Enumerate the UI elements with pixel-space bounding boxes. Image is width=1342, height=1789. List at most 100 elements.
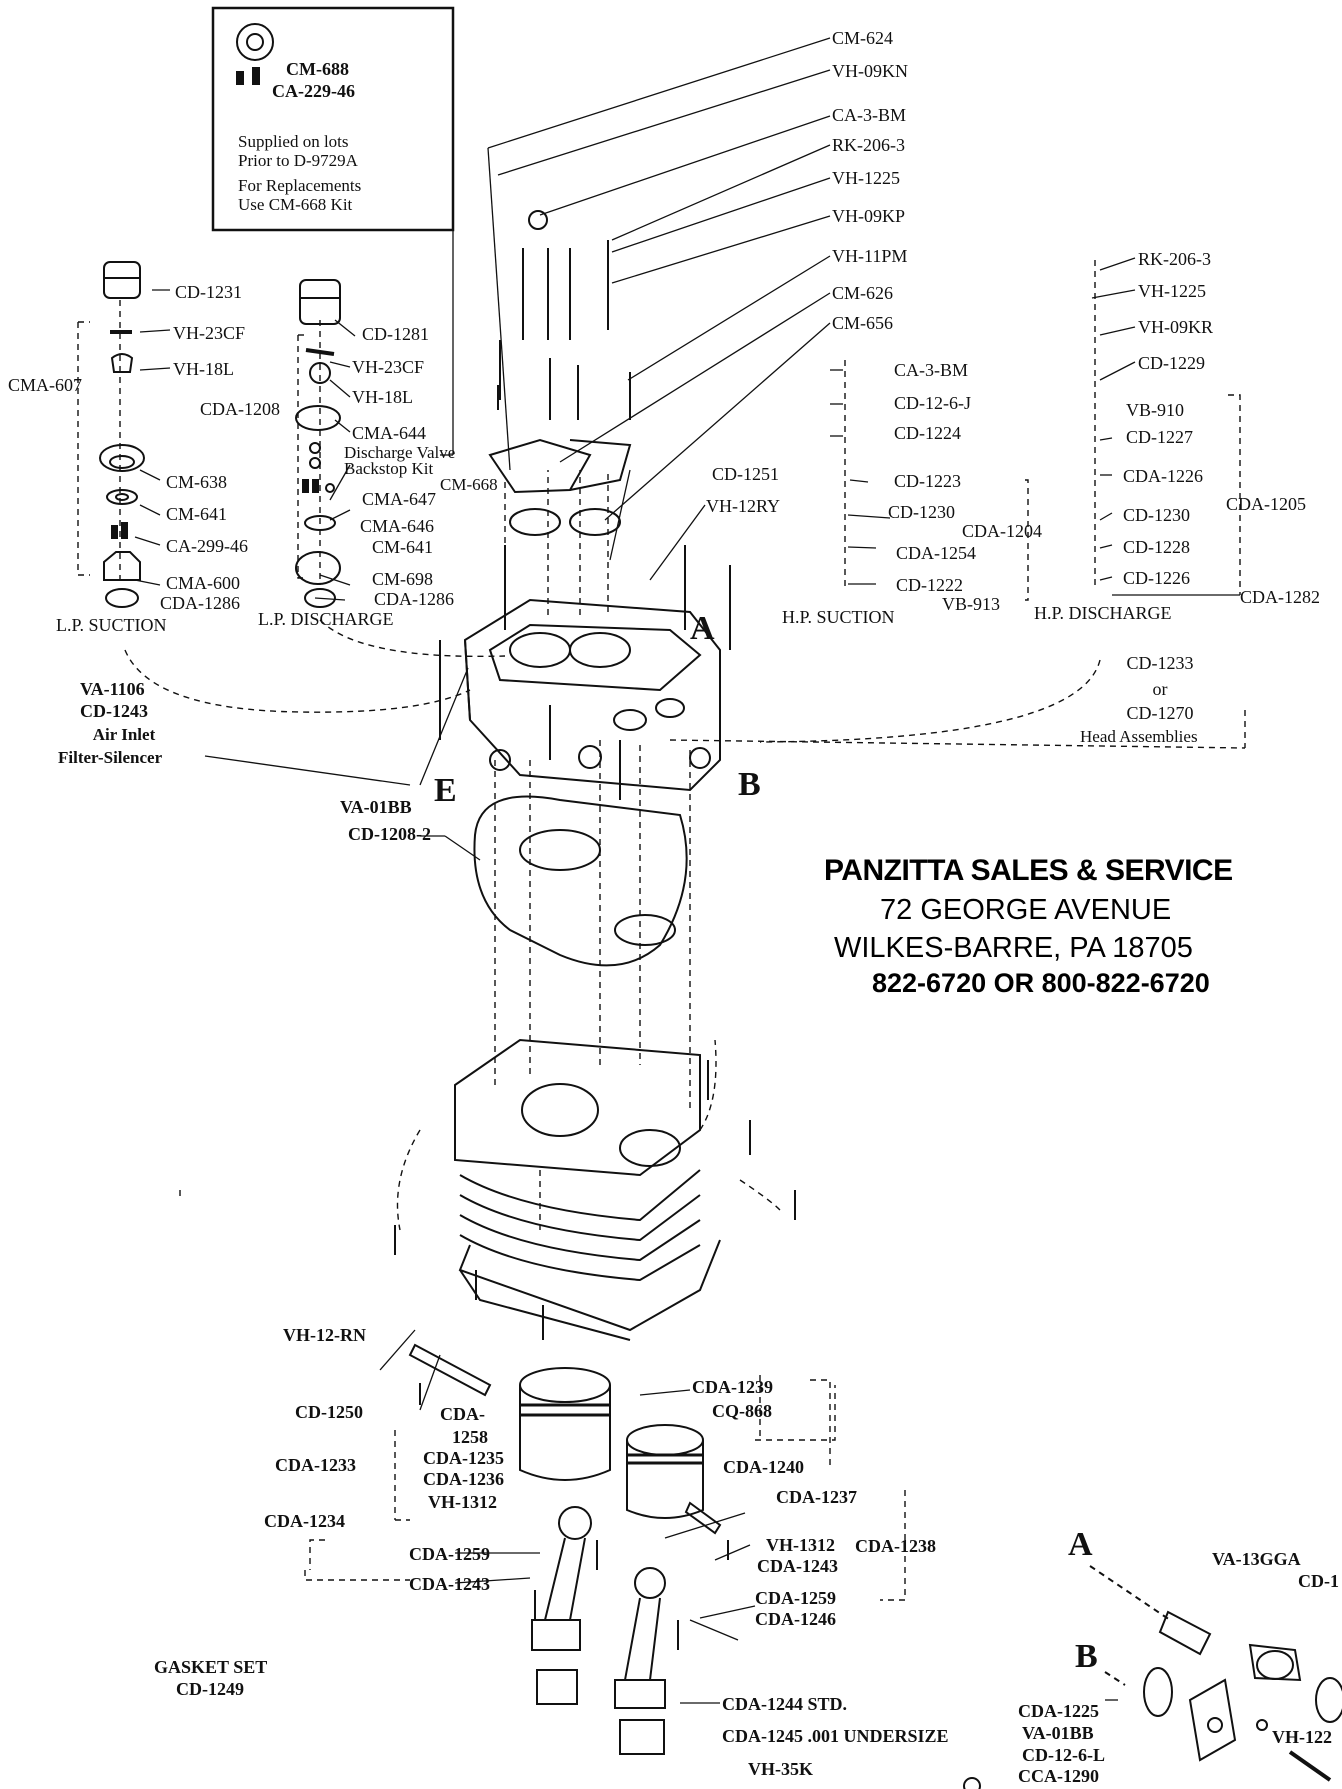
hp-discharge-part-7: CDA-1226 (1123, 466, 1203, 486)
inset-note-2: For Replacements Use CM-668 Kit (238, 176, 361, 214)
valve-pins (488, 210, 632, 536)
letter-e: E (434, 772, 457, 809)
lp-discharge-part-6: CMA-646 (360, 516, 435, 536)
label-rk-206-3-top: RK-206-3 (832, 135, 905, 155)
detail-parts (963, 1565, 1342, 1789)
label-cd-1-cut: CD-1 (1298, 1571, 1339, 1591)
label-vh-1225-top: VH-1225 (832, 168, 900, 188)
detail-letter-a: A (1068, 1526, 1093, 1563)
hp-discharge-group: CDA-1205 (1226, 494, 1306, 514)
label-va-01bb-detail: VA-01BB (1022, 1723, 1094, 1743)
connecting-rods (531, 1506, 679, 1755)
hp-suction-group: CDA-1204 (962, 521, 1042, 541)
inset-note-1-line-2: Prior to D-9729A (238, 151, 358, 170)
label-cda-1244: CDA-1244 STD. (722, 1694, 848, 1714)
label-cda-1246: CDA-1246 (755, 1609, 836, 1629)
lp-discharge-group: CDA-1208 (200, 399, 280, 419)
head-assy-line-4: Head Assemblies (1080, 727, 1198, 746)
gasket-set-line-2: CD-1249 (176, 1679, 244, 1699)
label-cd-1243: CD-1243 (80, 701, 148, 721)
hp-suction-part-1: CA-3-BM (894, 360, 969, 380)
lp-discharge-part-5: CMA-647 (362, 489, 437, 509)
discharge-valve-kit-part: CM-668 (440, 475, 498, 494)
label-cda-1237: CDA-1237 (776, 1487, 857, 1507)
hp-discharge-part-5: VB-910 (1126, 400, 1184, 420)
head-gasket (473, 795, 688, 967)
piston-assembly (408, 1343, 729, 1560)
lp-suction-part-3: VH-18L (173, 359, 234, 379)
cylinder-head (439, 545, 731, 800)
inset-valve-icon (236, 23, 274, 61)
label-air-inlet: Air Inlet (92, 725, 156, 744)
lp-suction-part-5: CM-641 (166, 504, 228, 524)
letter-a: A (690, 610, 715, 647)
lp-suction-part-8: CDA-1286 (160, 593, 240, 613)
label-cd-12-6-l: CD-12-6-L (1022, 1745, 1105, 1765)
label-va-1106: VA-1106 (80, 679, 145, 699)
label-cda-1243-a: CDA-1243 (409, 1574, 490, 1594)
lp-suction-part-4: CM-638 (166, 472, 228, 492)
gasket-set-line-1: GASKET SET (154, 1657, 268, 1677)
lp-discharge-part-2: VH-23CF (352, 357, 425, 377)
hp-suction-part-3: CD-1224 (894, 423, 961, 443)
dealer-city: WILKES-BARRE, PA 18705 (834, 932, 1193, 964)
discharge-valve-kit-line-1: Discharge Valve (344, 443, 456, 462)
label-vh-12ry: VH-12RY (706, 496, 781, 516)
lp-discharge-part-8: CM-698 (372, 569, 434, 589)
hp-discharge-part-1: RK-206-3 (1138, 249, 1211, 269)
lp-suction-part-7: CMA-600 (166, 573, 241, 593)
inset-part-a: CM-688 (286, 59, 349, 79)
label-cda-1238: CDA-1238 (855, 1536, 936, 1556)
dealer-street: 72 GEORGE AVENUE (880, 894, 1172, 926)
lp-discharge-part-7: CM-641 (372, 537, 434, 557)
label-va-01bb: VA-01BB (340, 797, 412, 817)
label-cda-1240: CDA-1240 (723, 1457, 804, 1477)
label-cda-1234: CDA-1234 (264, 1511, 345, 1531)
label-cd-1250: CD-1250 (295, 1402, 363, 1422)
label-cda-1258-b: 1258 (452, 1427, 488, 1447)
leader-lines (134, 37, 1240, 1704)
hp-discharge-part-8: CD-1230 (1123, 505, 1190, 525)
dealer-phone: 822-6720 OR 800-822-6720 (872, 968, 1210, 998)
label-va-13gga: VA-13GGA (1212, 1549, 1301, 1569)
head-assy-line-2: or (1152, 679, 1168, 699)
label-cda-1239: CDA-1239 (692, 1377, 773, 1397)
inset-note-1: Supplied on lots Prior to D-9729A (238, 132, 358, 170)
label-vh-1312-b: VH-1312 (766, 1535, 835, 1555)
letter-b: B (738, 766, 761, 803)
label-cda-1245: CDA-1245 .001 UNDERSIZE (722, 1726, 949, 1746)
label-filter-silencer: Filter-Silencer (58, 748, 163, 767)
label-cm-656: CM-656 (832, 313, 894, 333)
head-assy-line-1: CD-1233 (1126, 653, 1194, 673)
detail-letter-b: B (1075, 1638, 1098, 1675)
label-cm-624: CM-624 (832, 28, 894, 48)
hp-suction-title: H.P. SUCTION (782, 607, 895, 627)
label-cm-626: CM-626 (832, 283, 894, 303)
label-cda-1259-b: CDA-1259 (755, 1588, 836, 1608)
lp-discharge-part-9: CDA-1286 (374, 589, 454, 609)
label-cd-1208-2: CD-1208-2 (348, 824, 431, 844)
hp-suction-part-8: VB-913 (942, 594, 1000, 614)
lp-discharge-parts (295, 279, 341, 608)
label-cq-868: CQ-868 (712, 1401, 772, 1421)
label-vh-122-cut: VH-122 (1272, 1727, 1332, 1747)
group-brackets (77, 260, 1246, 1601)
inset-part-b: CA-229-46 (272, 81, 355, 101)
label-vh-35k: VH-35K (748, 1759, 813, 1779)
lp-suction-title: L.P. SUCTION (56, 615, 167, 635)
label-vh-12-rn: VH-12-RN (283, 1325, 366, 1345)
hp-suction-part-6: CDA-1254 (896, 543, 976, 563)
dealer-name: PANZITTA SALES & SERVICE (824, 854, 1233, 887)
label-cda-1258-a: CDA- (440, 1404, 485, 1424)
label-cda-1243-b: CDA-1243 (757, 1556, 838, 1576)
hp-suction-part-2: CD-12-6-J (894, 393, 971, 413)
lp-suction-parts (99, 261, 145, 608)
hp-discharge-title: H.P. DISCHARGE (1034, 603, 1172, 623)
cylinder-block (394, 1038, 796, 1341)
lp-suction-part-1: CD-1231 (175, 282, 242, 302)
discharge-valve-kit-line-2: Backstop Kit (344, 459, 434, 478)
head-assy-line-3: CD-1270 (1126, 703, 1194, 723)
hp-suction-part-4: CD-1223 (894, 471, 961, 491)
